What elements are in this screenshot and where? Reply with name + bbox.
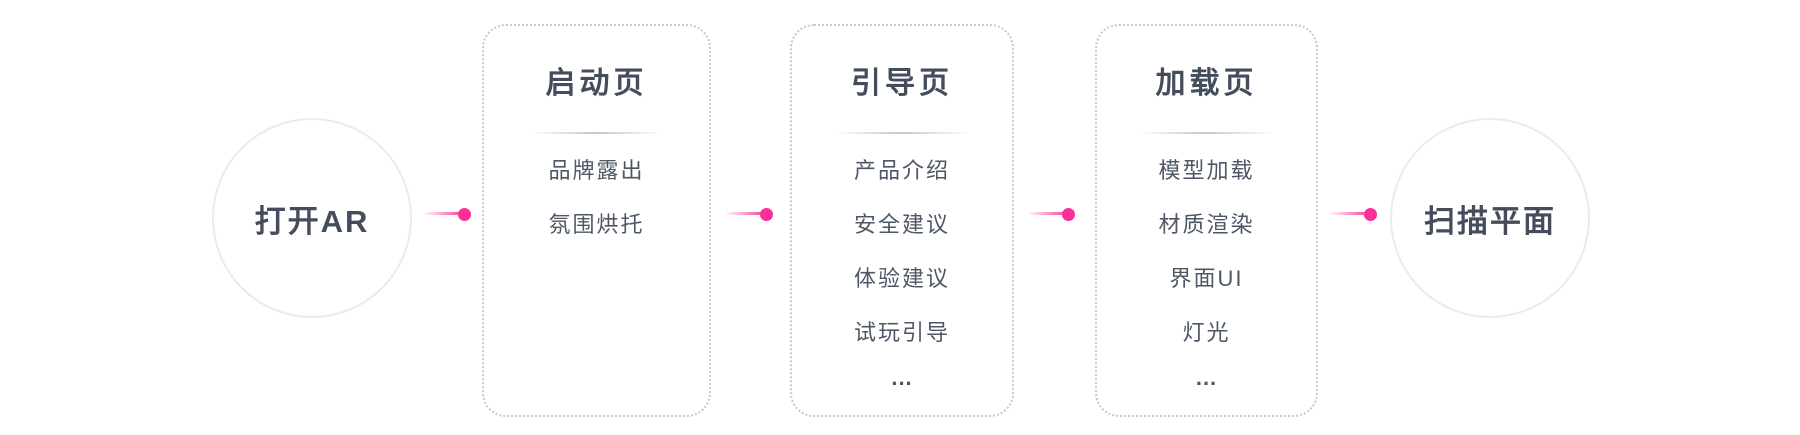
stage-box-loading-page: 加载页 模型加载 材质渲染 界面UI 灯光 ... xyxy=(1095,24,1318,417)
stage-item-list: 产品介绍 安全建议 体验建议 试玩引导 ... xyxy=(792,142,1012,398)
stage-item-ellipsis: ... xyxy=(891,365,913,390)
stage-item-list: 模型加载 材质渲染 界面UI 灯光 ... xyxy=(1097,142,1316,398)
stage-title: 启动页 xyxy=(545,67,648,100)
stage-item-list: 品牌露出 氛围烘托 xyxy=(484,142,709,250)
arrow-dot xyxy=(1062,207,1075,221)
stage-item: 试玩引导 xyxy=(853,320,950,345)
stage-divider xyxy=(529,132,664,134)
arrow-dot xyxy=(1364,207,1377,221)
end-node-scan-plane: 扫描平面 xyxy=(1390,118,1590,318)
stage-item: 模型加载 xyxy=(1158,158,1255,183)
arrow-dot xyxy=(760,207,773,221)
stage-item: 界面UI xyxy=(1169,266,1244,291)
stage-divider xyxy=(1139,132,1274,134)
start-node-open-ar: 打开AR xyxy=(212,118,412,318)
flow-arrow-2 xyxy=(726,207,773,221)
flow-arrow-4 xyxy=(1330,207,1377,221)
stage-item: 氛围烘托 xyxy=(548,212,645,237)
arrow-dot xyxy=(458,207,471,221)
arrow-line xyxy=(1028,212,1069,215)
flow-arrow-3 xyxy=(1028,207,1075,221)
stage-item: 品牌露出 xyxy=(548,158,645,183)
stage-item: 材质渲染 xyxy=(1158,212,1255,237)
stage-item: 体验建议 xyxy=(853,266,950,291)
start-node-label: 打开AR xyxy=(254,203,370,239)
stage-item: 灯光 xyxy=(1182,320,1231,345)
stage-divider xyxy=(834,132,970,134)
arrow-line xyxy=(424,212,465,215)
arrow-line xyxy=(726,212,767,215)
stage-title: 引导页 xyxy=(851,67,953,100)
stage-box-launch-page: 启动页 品牌露出 氛围烘托 xyxy=(482,24,711,417)
stage-item: 安全建议 xyxy=(853,212,950,237)
stage-item: 产品介绍 xyxy=(853,158,950,183)
arrow-line xyxy=(1330,212,1371,215)
stage-title: 加载页 xyxy=(1155,67,1258,100)
end-node-label: 扫描平面 xyxy=(1424,203,1556,239)
stage-item-ellipsis: ... xyxy=(1195,365,1218,390)
flow-arrow-1 xyxy=(424,207,471,221)
stage-box-guide-page: 引导页 产品介绍 安全建议 体验建议 试玩引导 ... xyxy=(790,24,1014,417)
